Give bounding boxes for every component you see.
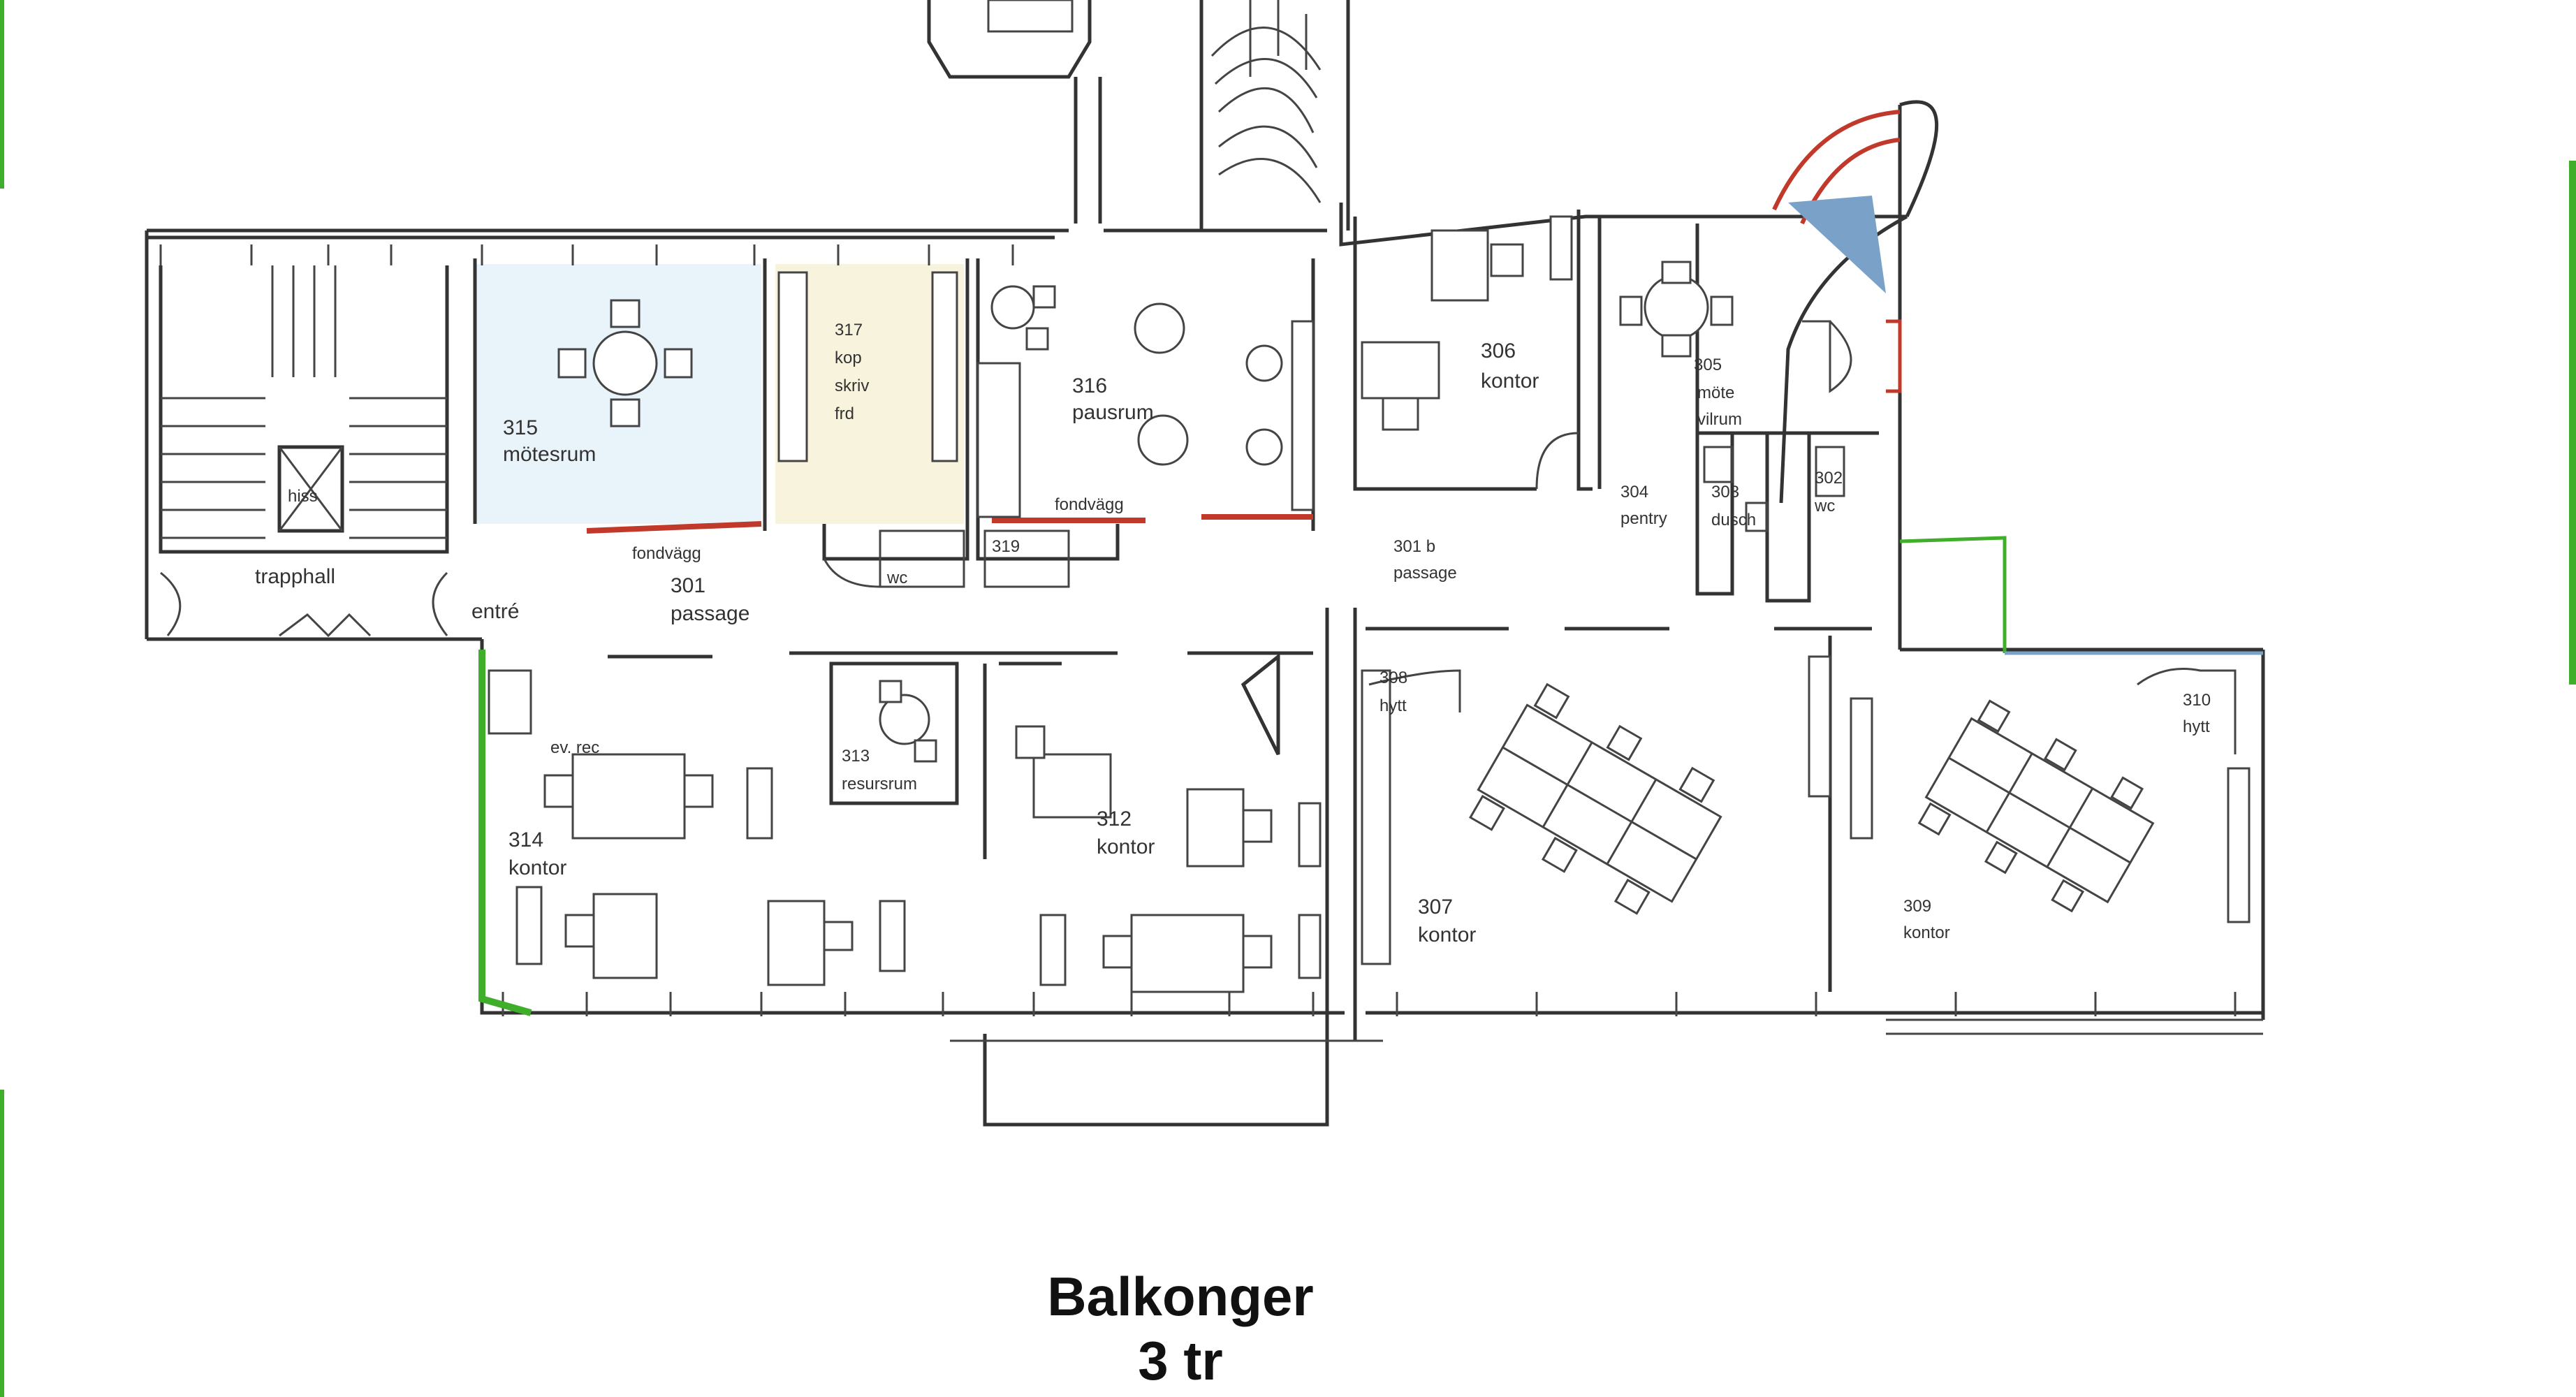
label-309-num: 309: [1903, 897, 1931, 916]
fixtures-302-303: [1535, 320, 1852, 532]
label-315-name: mötesrum: [503, 443, 596, 466]
label-301b-num: 301 b: [1393, 537, 1435, 556]
label-301-num: 301: [671, 574, 705, 597]
label-310-num: 310: [2183, 691, 2211, 710]
left-edge-strip-lower: [0, 1090, 4, 1397]
caption-balkonger: Balkonger: [1047, 1266, 1314, 1327]
label-302-name: wc: [1814, 497, 1835, 515]
label-305-num: 305: [1694, 356, 1722, 374]
label-313-name: resursrum: [842, 775, 917, 793]
label-fondvagg-1: fondvägg: [632, 544, 701, 563]
rotunda-arcs: [1772, 110, 1902, 393]
side-table-307: [1361, 669, 1461, 965]
label-303-name: dusch: [1711, 511, 1756, 529]
desk-cluster-307: [1469, 682, 1722, 915]
window-ticks-top: [159, 244, 2237, 1016]
label-304-num: 304: [1620, 483, 1648, 502]
label-305-line2: möte: [1697, 383, 1734, 402]
tables-pausrum-316: [976, 285, 1315, 518]
label-316-num: 316: [1072, 374, 1107, 397]
desk-306: [1361, 215, 1573, 431]
label-fondvagg-2: fondvägg: [1055, 495, 1124, 514]
stair-shaft-top: [927, 0, 1350, 231]
green-edges: [478, 536, 2263, 1016]
side-shelves-309: [1808, 655, 2251, 923]
label-317-line3: skriv: [835, 376, 869, 395]
shelves-317: [777, 271, 958, 462]
label-317-num: 317: [835, 321, 863, 339]
fondvagg-red-walls: [586, 514, 1313, 534]
right-edge-strip: [2569, 161, 2576, 685]
label-317-line4: frd: [835, 404, 854, 423]
label-308-name: hytt: [1380, 696, 1407, 715]
label-wc-small: wc: [886, 569, 907, 587]
label-entre: entré: [471, 600, 519, 623]
label-312-num: 312: [1097, 807, 1132, 831]
label-306-num: 306: [1481, 339, 1516, 363]
label-314-num: 314: [508, 828, 543, 851]
label-315-num: 315: [503, 416, 538, 439]
stair-hall: [159, 265, 449, 638]
label-302-num: 302: [1815, 469, 1843, 488]
label-301b-name: passage: [1393, 564, 1457, 583]
label-312-name: kontor: [1097, 835, 1155, 858]
fixtures-wc-319: [823, 529, 1070, 588]
label-310-name: hytt: [2183, 717, 2210, 736]
label-306-name: kontor: [1481, 370, 1539, 393]
label-317-line2: kop: [835, 349, 862, 367]
label-309-name: kontor: [1903, 923, 1950, 942]
table-meeting-315: [557, 299, 693, 427]
left-edge-strip: [0, 0, 4, 189]
desks-312: [767, 725, 1322, 993]
label-307-num: 307: [1418, 895, 1453, 919]
label-319: 319: [992, 537, 1020, 556]
label-301-name: passage: [671, 602, 749, 625]
label-hiss: hiss: [288, 487, 318, 506]
label-ev-rec: ev. rec: [550, 738, 599, 757]
label-trapphall: trapphall: [255, 565, 335, 588]
label-314-name: kontor: [508, 856, 566, 879]
room-labels: trapphall hiss entré 315 mötesrum 317 ko…: [255, 321, 2211, 946]
label-303-num: 303: [1711, 483, 1739, 502]
label-316-name: pausrum: [1072, 401, 1154, 424]
label-307-name: kontor: [1418, 923, 1476, 946]
table-305: [1619, 261, 1734, 358]
desks-314: [488, 669, 773, 979]
balcony-outline: [950, 1018, 2263, 1127]
outer-walls: [145, 100, 2265, 1020]
desk-cluster-309: [1917, 699, 2155, 913]
label-305-line3: vilrum: [1697, 410, 1742, 429]
caption-floor: 3 tr: [1138, 1330, 1223, 1391]
table-313: [829, 661, 959, 805]
label-313-num: 313: [842, 747, 870, 766]
label-308-num: 308: [1380, 668, 1407, 687]
label-304-name: pentry: [1620, 509, 1667, 528]
